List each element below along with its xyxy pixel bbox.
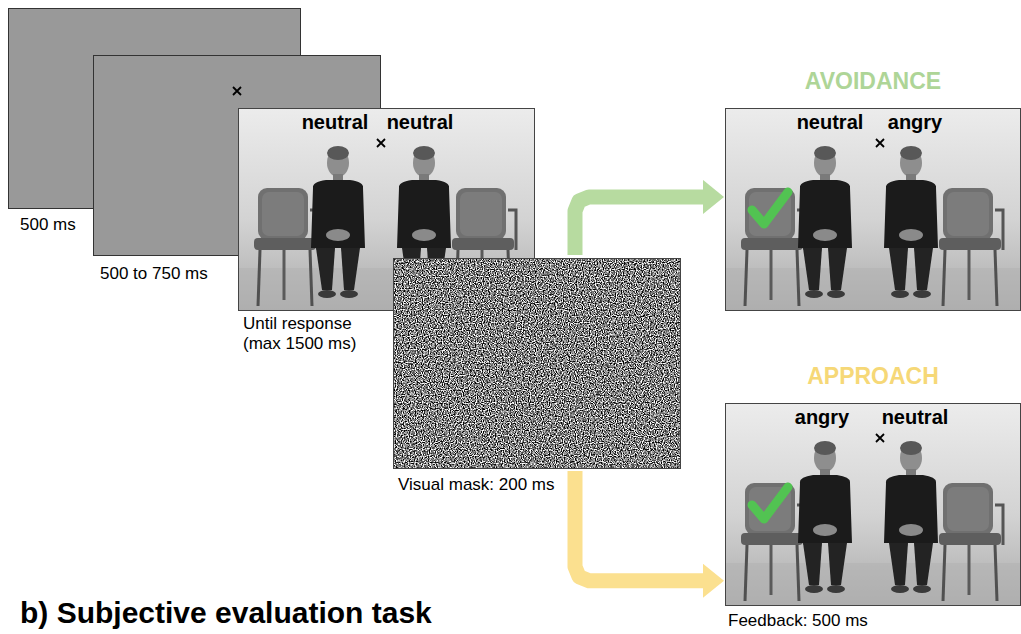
timing-caption: 500 to 750 ms: [100, 264, 208, 284]
blank-screen: 500 ms: [8, 8, 300, 208]
fixation-cross: [876, 139, 884, 147]
screen-outline: [394, 259, 681, 469]
screen-outline: [726, 109, 1021, 311]
check-mark: [752, 487, 788, 519]
check-mark: [752, 192, 788, 224]
feedback-screen: AVOIDANCEneutralangry: [725, 108, 1020, 310]
feedback-screen: APPROACHangryneutralFeedback: 500 ms: [725, 403, 1020, 605]
condition-title: APPROACH: [807, 363, 939, 391]
fixation-cross: [377, 139, 385, 147]
expression-label: angry: [888, 110, 942, 134]
section-heading: b) Subjective evaluation task: [20, 596, 432, 631]
timing-caption: Until response (max 1500 ms): [243, 314, 383, 355]
expression-label: neutral: [302, 110, 369, 134]
timing-caption: Feedback: 500 ms: [728, 611, 868, 631]
face-scene: [725, 108, 1021, 310]
mask-screen: Visual mask: 200 ms: [393, 258, 680, 468]
fixation-screen: 500 to 750 ms: [93, 55, 380, 255]
fixation-cross: [876, 434, 884, 442]
timing-caption: 500 ms: [20, 215, 76, 235]
condition-title: AVOIDANCE: [805, 68, 941, 96]
expression-label: neutral: [797, 110, 864, 134]
face-scene: [725, 403, 1021, 605]
screen-outline: [726, 404, 1021, 606]
expression-label: neutral: [387, 110, 454, 134]
flow-arrow: [575, 197, 703, 255]
flow-arrow: [575, 471, 703, 581]
timing-caption: Visual mask: 200 ms: [398, 475, 555, 495]
fixation-cross: [233, 87, 241, 95]
expression-label: neutral: [882, 405, 949, 429]
noise-mask: [393, 258, 680, 468]
expression-label: angry: [795, 405, 849, 429]
stimulus-screen: neutralneutralUntil response (max 1500 m…: [238, 108, 534, 310]
